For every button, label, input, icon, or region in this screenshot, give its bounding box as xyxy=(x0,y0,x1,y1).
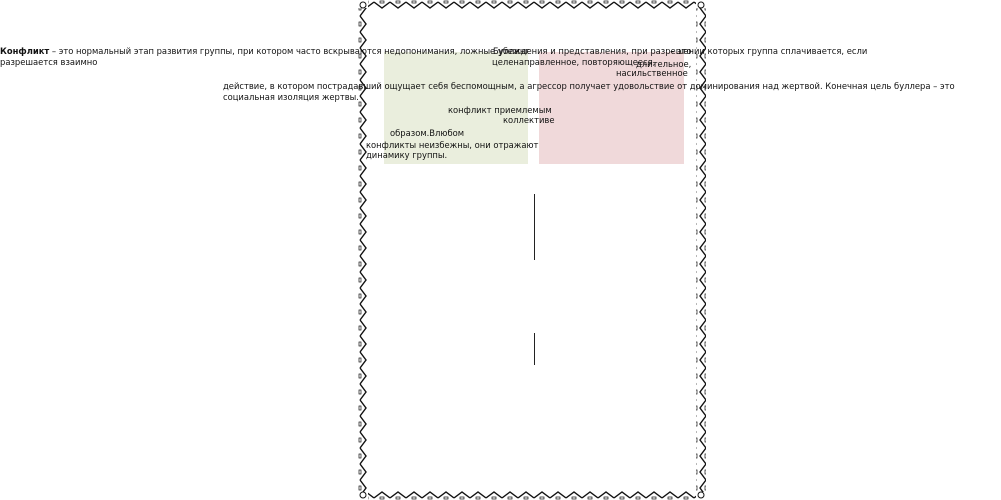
green-panel-line4: конфликты неизбежны, они отражают xyxy=(366,140,539,150)
conflict-definition-line2: разрешается взаимно xyxy=(0,57,98,67)
green-panel-line2: коллективе xyxy=(503,115,555,125)
decorative-page-border xyxy=(358,0,706,500)
bullying-line5: социальная изоляция жертвы. xyxy=(223,92,359,102)
bullying-line4: действие, в котором пострадавший ощущает… xyxy=(223,81,955,91)
bullying-line3: насильственное xyxy=(616,68,688,78)
green-panel-line5: динамику группы. xyxy=(366,150,448,160)
green-highlight-panel xyxy=(384,52,528,164)
conflict-definition-line1: Конфликт – это нормальный этап развития … xyxy=(0,46,867,57)
bullying-line2-end: длительное, xyxy=(636,59,692,69)
vertical-divider-upper xyxy=(534,194,535,260)
conflict-text: – это нормальный этап развития группы, п… xyxy=(49,46,868,56)
vertical-divider-lower xyxy=(534,333,535,365)
green-panel-line1: конфликт приемлемым xyxy=(448,105,552,115)
bullying-term-dash: – это xyxy=(670,46,692,56)
conflict-term: Конфликт xyxy=(0,46,50,56)
pink-highlight-panel xyxy=(539,52,684,164)
bullying-line2: целенаправленное, повторяющееся, xyxy=(492,57,656,67)
bullying-term: Буллинг xyxy=(493,46,530,56)
green-panel-line3: образом.Влюбом xyxy=(390,128,465,138)
